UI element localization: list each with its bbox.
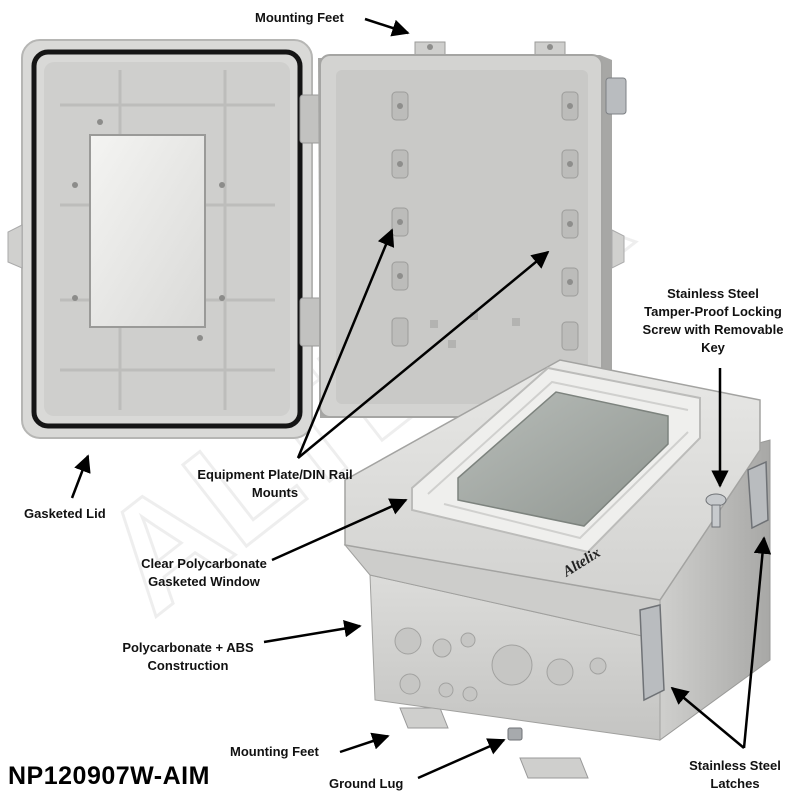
lid-gasket: [31, 49, 303, 429]
label-mounting-feet-top: Mounting Feet: [255, 10, 344, 25]
arrow-equipment-plate-right: [297, 250, 550, 459]
model-number: NP120907W-AIM: [8, 762, 210, 790]
label-gasketed-lid: Gasketed Lid: [24, 506, 106, 521]
callout-arrows: [70, 17, 772, 780]
label-locking-screw: Stainless Steel Tamper-Proof Locking Scr…: [642, 286, 784, 355]
label-mounting-feet-bottom: Mounting Feet: [230, 744, 319, 759]
open-base: [318, 41, 627, 418]
latch-icon: [639, 460, 769, 702]
label-clear-window: Clear Polycarbonate Gasketed Window: [141, 556, 267, 589]
label-equipment-plate: Equipment Plate/DIN Rail Mounts: [197, 467, 353, 500]
arrow-latch-front: [670, 686, 745, 749]
arrow-mounting-feet-bottom: [339, 732, 390, 754]
arrow-mounting-feet-top: [364, 17, 410, 37]
open-lid: [7, 39, 313, 439]
arrow-gasketed-lid: [70, 454, 91, 499]
arrow-clear-window: [271, 498, 408, 562]
arrow-ground-lug: [417, 738, 506, 780]
arrow-construction: [263, 619, 362, 644]
label-construction: Polycarbonate + ABS Construction: [122, 640, 254, 673]
front-window: [457, 391, 669, 527]
lid-window: [89, 134, 206, 328]
arrow-equipment-plate-left: [296, 228, 395, 459]
arrow-latch-side: [742, 536, 772, 749]
hinge-icon: [299, 94, 323, 347]
key-icon: [705, 493, 727, 528]
closed-enclosure: Altelix: [343, 359, 771, 779]
ground-lug-icon: [507, 727, 523, 741]
label-ground-lug: Ground Lug: [329, 776, 404, 791]
label-latches: Stainless Steel Latches: [689, 758, 781, 791]
